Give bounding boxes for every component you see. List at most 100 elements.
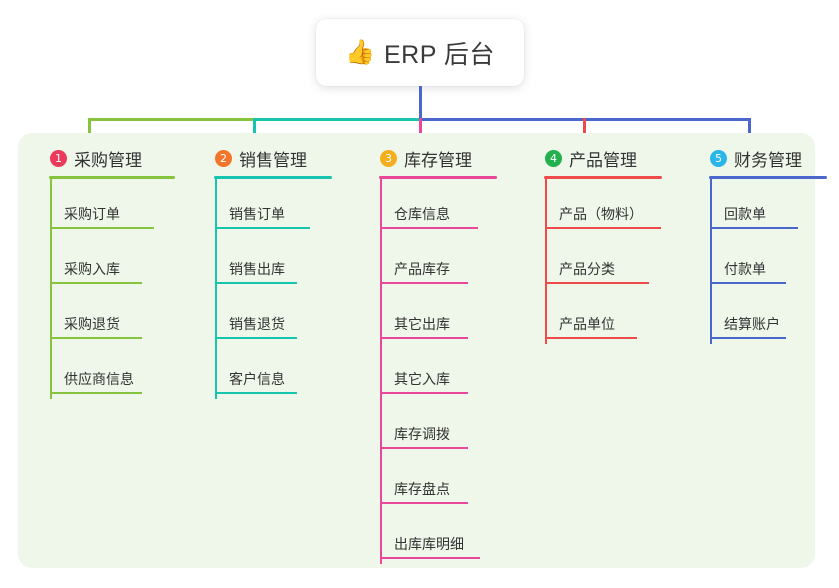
branch-item-label: 其它出库 [394,316,450,332]
branch-item[interactable]: 销售退货 [195,289,332,344]
branch-item-underline [50,282,142,284]
branch-header-5[interactable]: 5 财务管理 [690,145,827,171]
branch-item[interactable]: 其它出库 [360,289,497,344]
branch-item[interactable]: 出库库明细 [360,509,497,564]
root-stem-connector [419,86,422,120]
drop-connector-1 [88,118,91,147]
branch-column-3: 3 库存管理仓库信息产品库存其它出库其它入库库存调拨库存盘点出库库明细 [360,145,497,564]
branch-underline [49,176,175,179]
branch-item-label: 销售出库 [229,261,285,277]
diagram-panel [18,133,815,568]
branch-item-underline [215,227,310,229]
branch-item-underline [50,392,142,394]
branch-stem [710,179,712,344]
branch-item-label: 采购入库 [64,261,120,277]
branch-item[interactable]: 销售订单 [195,179,332,234]
branch-item-underline [380,447,468,449]
branch-number-badge: 2 [215,149,232,167]
branch-item-underline [545,337,637,339]
branch-item-list: 产品（物料） 产品分类产品单位 [525,179,662,344]
branch-item-underline [380,557,480,559]
branch-underline [379,176,497,179]
branch-title: 产品管理 [569,150,637,170]
drop-connector-4 [583,118,586,147]
branch-title: 销售管理 [239,150,307,170]
branch-underline [544,176,662,179]
branch-stem [545,179,547,344]
branch-item[interactable]: 付款单 [690,234,827,289]
branch-column-1: 1 采购管理采购订单采购入库采购退货供应商信息 [30,145,175,399]
branch-item[interactable]: 供应商信息 [30,344,175,399]
branch-item-label: 仓库信息 [394,206,450,222]
branch-item-list: 采购订单采购入库采购退货供应商信息 [30,179,175,399]
branch-item-label: 客户信息 [229,371,285,387]
branch-number-badge: 4 [545,149,562,167]
branch-item-label: 销售退货 [229,316,285,332]
branch-item[interactable]: 产品分类 [525,234,662,289]
branch-item[interactable]: 客户信息 [195,344,332,399]
branch-item[interactable]: 仓库信息 [360,179,497,234]
branch-item-label: 产品库存 [394,261,450,277]
branch-item-label: 库存盘点 [394,481,450,497]
branch-item-label: 产品单位 [559,316,615,332]
branch-item-label: 库存调拨 [394,426,450,442]
branch-item[interactable]: 结算账户 [690,289,827,344]
branch-item-label: 回款单 [724,206,766,222]
branch-item[interactable]: 采购入库 [30,234,175,289]
branch-column-4: 4 产品管理产品（物料） 产品分类产品单位 [525,145,662,344]
branch-item-label: 其它入库 [394,371,450,387]
branch-title: 库存管理 [404,150,472,170]
branch-item[interactable]: 采购订单 [30,179,175,234]
branch-item[interactable]: 库存调拨 [360,399,497,454]
branch-item-underline [215,392,297,394]
branch-item-underline [215,337,297,339]
branch-item-underline [710,282,786,284]
root-node[interactable]: 👍 ERP 后台 [316,19,524,86]
branch-item-underline [545,282,649,284]
branch-item-label: 结算账户 [724,316,780,332]
branch-title: 财务管理 [734,150,802,170]
branch-item-underline [380,502,468,504]
branch-item-list: 销售订单销售出库销售退货客户信息 [195,179,332,399]
branch-header-2[interactable]: 2 销售管理 [195,145,332,171]
branch-item[interactable]: 其它入库 [360,344,497,399]
branch-column-5: 5 财务管理回款单付款单结算账户 [690,145,827,344]
branch-item-underline [380,282,468,284]
branch-item-label: 产品（物料） [559,206,643,222]
branch-item-underline [545,227,661,229]
branch-header-1[interactable]: 1 采购管理 [30,145,175,171]
branch-item-underline [380,392,468,394]
branch-stem [50,179,52,399]
branch-item-underline [380,227,478,229]
branch-item[interactable]: 产品单位 [525,289,662,344]
branch-item-list: 仓库信息产品库存其它出库其它入库库存调拨库存盘点出库库明细 [360,179,497,564]
branch-stem [380,179,382,564]
branch-underline [214,176,332,179]
branch-item-underline [215,282,297,284]
branch-stem [215,179,217,399]
branch-item-label: 供应商信息 [64,371,134,387]
branch-item-list: 回款单付款单结算账户 [690,179,827,344]
branch-item-underline [710,227,798,229]
branch-item[interactable]: 库存盘点 [360,454,497,509]
branch-item-label: 采购订单 [64,206,120,222]
branch-number-badge: 1 [50,149,67,167]
branch-header-3[interactable]: 3 库存管理 [360,145,497,171]
branch-number-badge: 5 [710,149,727,167]
root-node-label: ERP 后台 [383,40,495,69]
branch-title: 采购管理 [74,150,142,170]
branch-item-label: 采购退货 [64,316,120,332]
branch-number-badge: 3 [380,149,397,167]
drop-connector-3 [419,118,422,147]
branch-item[interactable]: 销售出库 [195,234,332,289]
branch-header-4[interactable]: 4 产品管理 [525,145,662,171]
branch-item-label: 付款单 [724,261,766,277]
branch-item-underline [50,227,154,229]
branch-item-label: 产品分类 [559,261,615,277]
branch-item[interactable]: 回款单 [690,179,827,234]
branch-item[interactable]: 产品（物料） [525,179,662,234]
branch-underline [709,176,827,179]
thumbs-up-icon: 👍 [345,38,375,66]
branch-item[interactable]: 产品库存 [360,234,497,289]
branch-item[interactable]: 采购退货 [30,289,175,344]
